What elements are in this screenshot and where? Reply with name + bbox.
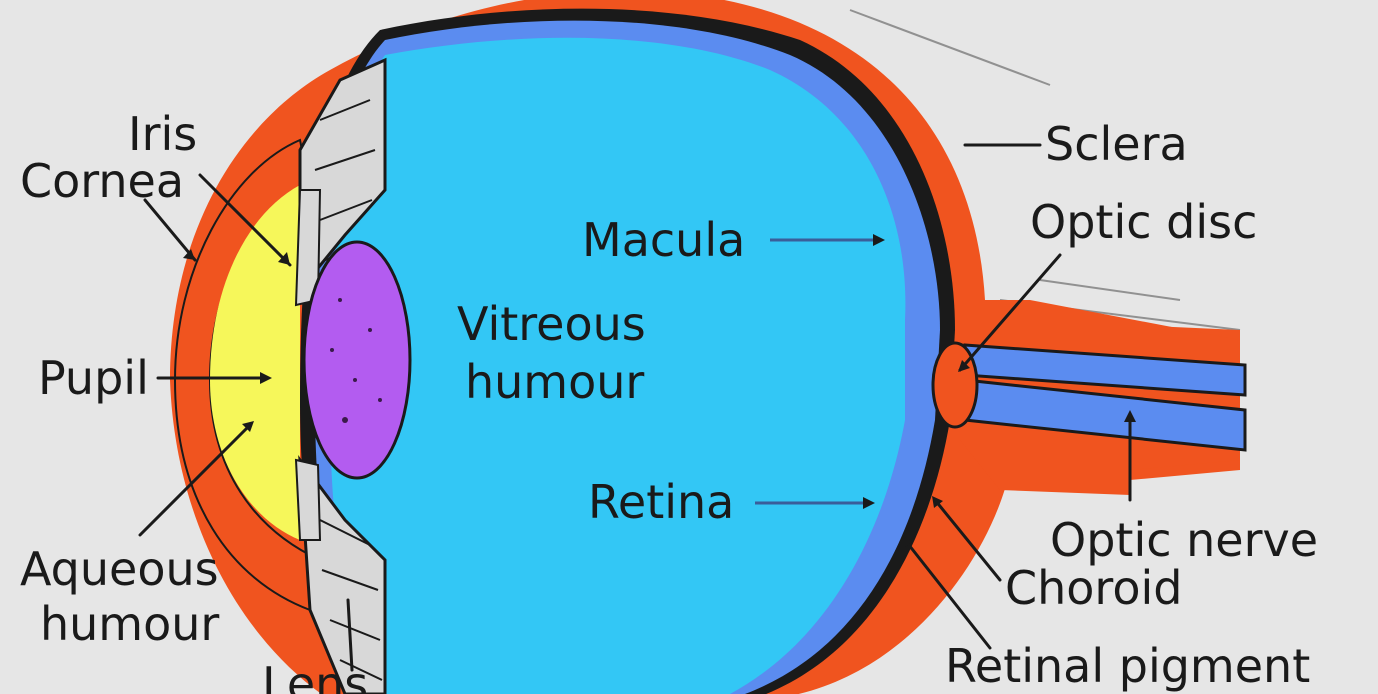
- label-optic-nerve: Optic nerve: [1050, 513, 1318, 567]
- label-vitreous-2: humour: [465, 355, 644, 409]
- label-retinal-pigment: Retinal pigment: [945, 639, 1310, 693]
- lens: [304, 242, 410, 478]
- optic-disc: [933, 343, 977, 427]
- label-choroid: Choroid: [1005, 561, 1182, 615]
- label-cornea: Cornea: [20, 154, 184, 208]
- label-optic-disc: Optic disc: [1030, 195, 1257, 249]
- label-iris: Iris: [128, 107, 197, 161]
- label-pupil: Pupil: [38, 351, 149, 405]
- label-retina: Retina: [588, 475, 734, 529]
- label-vitreous-1: Vitreous: [457, 297, 646, 351]
- label-lens: Lens: [262, 657, 368, 694]
- label-sclera: Sclera: [1045, 117, 1188, 171]
- label-aqueous-1: Aqueous: [20, 542, 219, 596]
- label-aqueous-2: humour: [40, 597, 219, 651]
- label-macula: Macula: [582, 213, 745, 267]
